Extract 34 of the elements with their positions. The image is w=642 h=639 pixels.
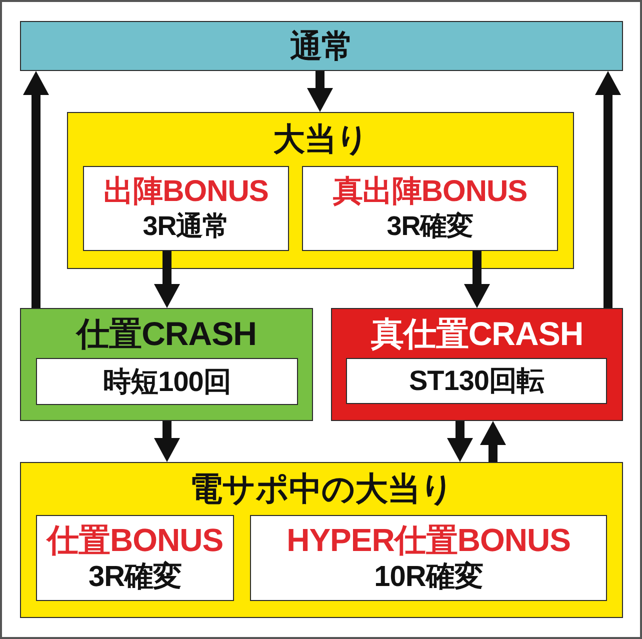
bonus-box: [302, 166, 558, 251]
bonus-box: [36, 515, 234, 601]
arrow: [154, 251, 180, 308]
info-box: [36, 358, 298, 405]
bonus-box: [250, 515, 607, 601]
bonus-name: 仕置BONUS: [46, 521, 224, 560]
bonus-name: HYPER仕置BONUS: [286, 521, 570, 560]
arrow: [307, 71, 333, 112]
bonus-rounds: 3R確変: [88, 560, 182, 595]
arrow: [595, 71, 621, 308]
bonus-name: 出陣BONUS: [104, 174, 268, 210]
state-label: 通常: [290, 26, 353, 66]
arrow: [447, 421, 473, 462]
info-box: [346, 358, 607, 404]
group-box: [20, 462, 623, 618]
bonus-rounds: 3R確変: [386, 210, 474, 243]
mode-heading: 真仕置CRASH: [370, 314, 584, 354]
bonus-rounds: 10R確変: [374, 560, 483, 595]
mode-detail: 時短100回: [103, 364, 231, 398]
bonus-name: 真出陣BONUS: [332, 174, 528, 210]
mode-detail: ST130回転: [409, 364, 544, 398]
bonus-rounds: 3R通常: [142, 210, 230, 243]
arrow: [23, 71, 49, 308]
arrow: [154, 421, 180, 462]
state-band: [20, 21, 623, 71]
mode-heading: 仕置CRASH: [76, 314, 256, 354]
mode-box: [331, 308, 623, 421]
group-heading: 電サポ中の大当り: [190, 469, 454, 509]
arrow: [480, 421, 506, 462]
bonus-box: [83, 166, 289, 251]
arrow: [464, 251, 490, 308]
group-heading: 大当り: [272, 120, 368, 159]
mode-box: [20, 308, 313, 421]
group-box: [67, 112, 574, 269]
